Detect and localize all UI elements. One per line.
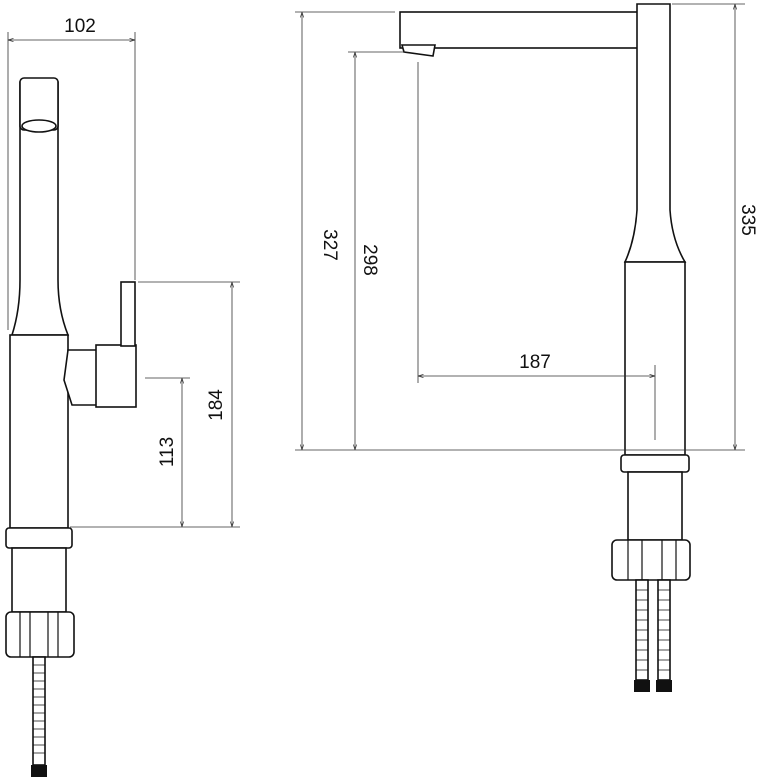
dim-reach-label: 187 [519, 352, 551, 373]
front-base-ring [620, 454, 690, 473]
side-body [9, 334, 69, 529]
side-lever-hub [95, 344, 137, 408]
front-shank [627, 471, 683, 541]
side-connector [31, 765, 47, 777]
front-nut [611, 539, 691, 581]
front-connector-left [634, 680, 650, 692]
side-lever-handle [120, 281, 136, 347]
side-nut [5, 611, 75, 658]
front-connector-right [656, 680, 672, 692]
dim-outlet-height-label: 298 [359, 244, 380, 276]
dim-width-label: 102 [64, 16, 96, 37]
dim-body-height-label: 113 [157, 437, 178, 467]
side-shank [11, 547, 67, 613]
dim-spout-height-label: 327 [319, 229, 340, 261]
front-spout [399, 11, 641, 49]
front-nozzle [400, 44, 436, 57]
dim-total-height-label: 335 [737, 204, 758, 236]
side-outlet [21, 119, 57, 133]
side-lever-base [63, 349, 99, 406]
side-base-ring [5, 527, 73, 549]
front-view: 327 298 335 187 [295, 3, 758, 692]
dim-lever-height-label: 184 [206, 389, 227, 421]
side-view: 102 184 113 [5, 16, 240, 777]
